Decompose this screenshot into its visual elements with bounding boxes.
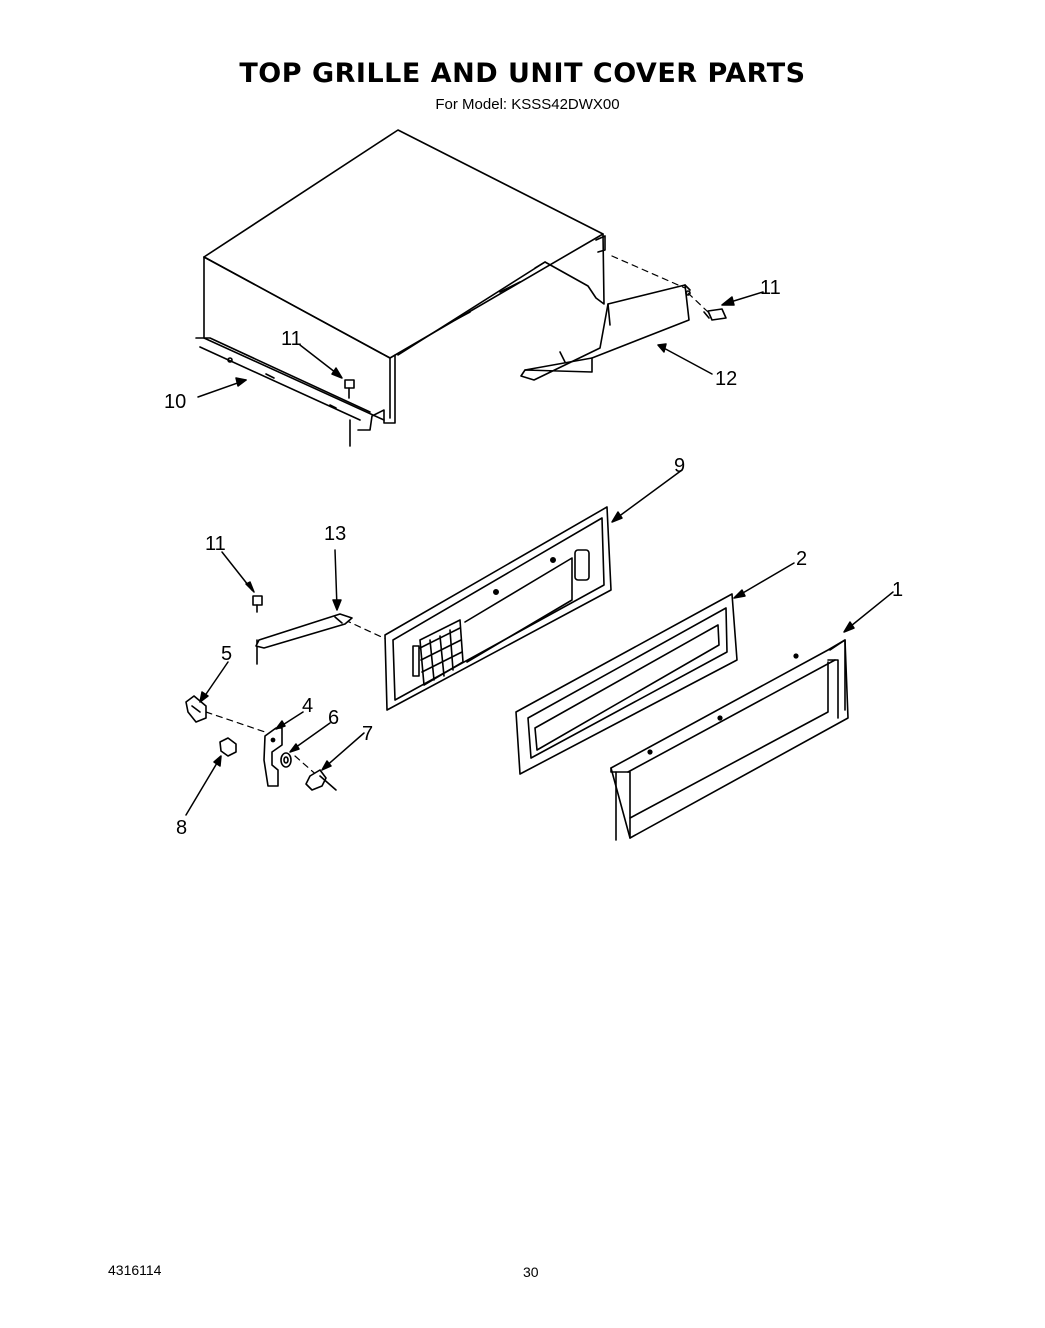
document-number: 4316114 (108, 1262, 162, 1278)
dashed-guide-lines (205, 255, 709, 779)
nut-part-8 (219, 737, 237, 757)
inner-frame-part-2 (515, 593, 738, 775)
callout-10: 10 (164, 391, 186, 413)
callout-9: 9 (674, 455, 685, 477)
callout-11-left: 11 (205, 533, 226, 555)
bracket-plate-part-4 (263, 727, 283, 787)
unit-cover-part-10 (195, 129, 606, 447)
knob-part-5 (185, 695, 207, 723)
callout-leaders (185, 291, 894, 816)
callout-12: 12 (715, 368, 737, 390)
callout-8: 8 (176, 817, 187, 839)
model-subtitle: For Model: KSSS42DWX00 (435, 96, 620, 113)
callout-4: 4 (302, 695, 313, 717)
washer-part-6 (280, 752, 292, 768)
nut-part-7 (305, 769, 337, 791)
screw-part-11-top (703, 308, 727, 321)
callout-11-top: 11 (760, 277, 781, 299)
grille-frame-part-9 (384, 506, 612, 711)
bracket-part-12 (520, 284, 691, 381)
callout-13: 13 (324, 523, 346, 545)
callout-11-cover: 11 (281, 328, 302, 350)
callout-6: 6 (328, 707, 339, 729)
page-title: TOP GRILLE AND UNIT COVER PARTS (239, 58, 806, 89)
page-number: 30 (523, 1264, 539, 1280)
callout-2: 2 (796, 548, 807, 570)
callout-7: 7 (362, 723, 373, 745)
outer-frame-part-1 (610, 639, 849, 841)
callout-1: 1 (892, 579, 903, 601)
screw-part-11-left (252, 595, 263, 665)
screw-part-11-cover (344, 379, 355, 399)
callout-5: 5 (221, 643, 232, 665)
rod-part-13 (255, 613, 353, 649)
